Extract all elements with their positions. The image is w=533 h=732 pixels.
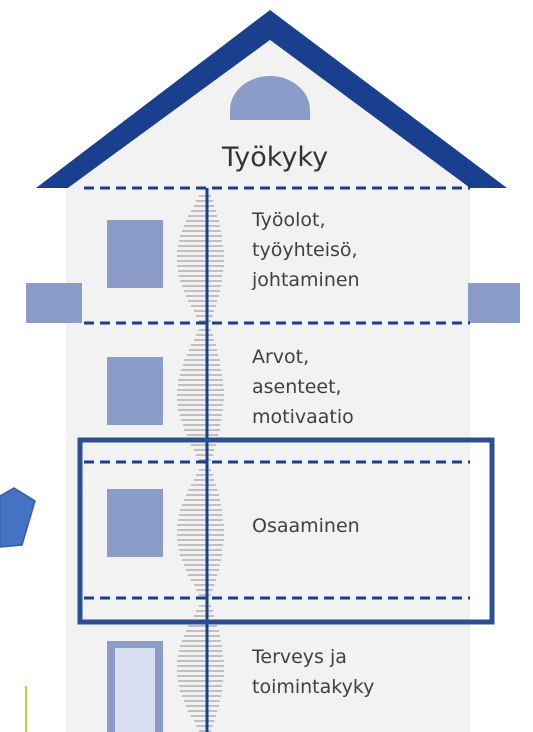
roof bbox=[36, 10, 507, 188]
attic-window bbox=[230, 76, 310, 120]
floor-label-tyoolot: Työolot, työyhteisö, johtaminen bbox=[251, 209, 364, 291]
floor-label-arvot: Arvot, asenteet, motivaatio bbox=[252, 346, 354, 428]
roof-label: Työkyky bbox=[221, 142, 328, 173]
pointer-shape bbox=[0, 487, 36, 548]
right-balcony bbox=[468, 283, 520, 323]
floor-label-osaaminen: Osaaminen bbox=[252, 515, 360, 537]
scale-ticks bbox=[177, 195, 224, 732]
window bbox=[107, 357, 163, 425]
door-pane bbox=[115, 648, 155, 732]
window bbox=[107, 489, 163, 557]
left-balcony bbox=[26, 283, 82, 323]
floor-label-terveys: Terveys ja toimintakyky bbox=[251, 646, 374, 698]
highlight-frame bbox=[77, 437, 495, 625]
window bbox=[107, 220, 163, 288]
